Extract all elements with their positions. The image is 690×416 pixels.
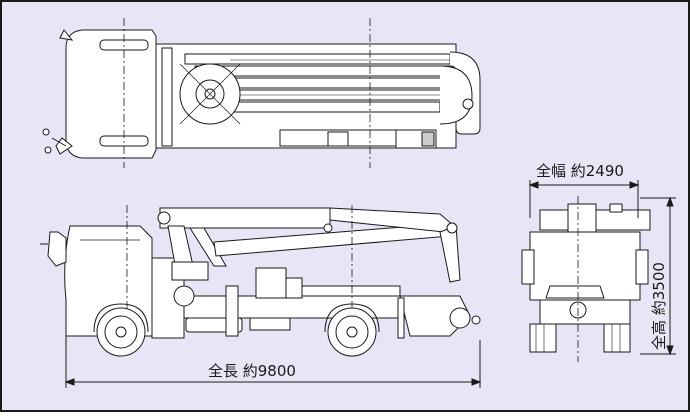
height-arrows bbox=[666, 196, 674, 356]
side-tool-box bbox=[249, 317, 291, 331]
rear-tyre-right bbox=[603, 323, 631, 353]
side-box bbox=[255, 267, 287, 299]
top-hose-end bbox=[462, 98, 474, 110]
top-boom-1 bbox=[184, 53, 451, 65]
front-wheel-hub bbox=[115, 326, 127, 338]
rear-step bbox=[545, 285, 605, 299]
side-hopper-nozzle bbox=[471, 315, 481, 325]
top-mirror-head bbox=[42, 128, 50, 136]
side-boom-joint bbox=[157, 211, 171, 225]
side-boom-1 bbox=[159, 207, 331, 229]
top-turret-cross bbox=[179, 63, 241, 125]
side-boom-joint bbox=[446, 222, 458, 234]
top-mirror-head bbox=[44, 146, 52, 154]
side-deck bbox=[301, 285, 401, 297]
length-label: 全長 約9800 bbox=[208, 362, 296, 380]
side-view bbox=[40, 205, 481, 357]
rear-view bbox=[521, 196, 651, 362]
front-wheel-arch bbox=[93, 303, 149, 333]
dimension-lines bbox=[64, 180, 676, 388]
rear-right-lamp bbox=[635, 249, 649, 285]
rear-tyre-left bbox=[529, 323, 557, 353]
top-mirror bbox=[59, 29, 74, 41]
top-mirror-arm bbox=[51, 137, 67, 147]
side-turret bbox=[173, 285, 195, 307]
side-box-small bbox=[285, 277, 303, 299]
rear-boom-cap bbox=[609, 203, 623, 213]
side-outrigger bbox=[225, 285, 239, 337]
side-boom-link bbox=[189, 227, 227, 267]
top-body-rail bbox=[161, 47, 173, 147]
top-tank-box bbox=[327, 131, 349, 147]
top-view bbox=[42, 18, 481, 168]
rear-wheel-arch bbox=[324, 303, 380, 333]
rear-bumper bbox=[539, 299, 631, 325]
side-rear-outrigger bbox=[397, 297, 405, 339]
rear-left-lamp bbox=[521, 249, 535, 285]
side-hopper-valve bbox=[449, 307, 471, 329]
length-arrows bbox=[64, 378, 482, 386]
side-turret-head bbox=[171, 261, 209, 281]
top-grille bbox=[421, 131, 435, 147]
side-boom-joint bbox=[323, 223, 333, 233]
rear-wheel-hub bbox=[346, 326, 358, 338]
side-mirror bbox=[47, 231, 67, 267]
height-label: 全高 約3500 bbox=[650, 262, 668, 350]
width-arrows bbox=[528, 181, 640, 189]
width-label: 全幅 約2490 bbox=[536, 162, 624, 180]
top-hose-curve bbox=[439, 65, 473, 125]
